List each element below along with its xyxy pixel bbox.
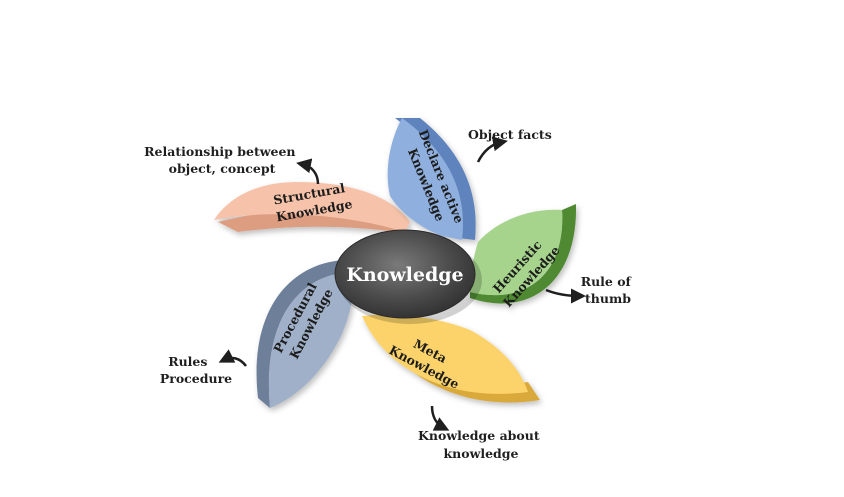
annotation-relationship: Relationship between object, concept xyxy=(144,144,300,176)
blade-declarative-shade xyxy=(395,118,476,240)
blade-heuristic: Heuristic Knowledge xyxy=(470,204,577,310)
arrow-rules-procedure xyxy=(218,349,247,367)
blade-procedural: Procedural Knowledge xyxy=(256,260,354,408)
blade-heuristic-shade xyxy=(470,204,577,304)
annotation-rule-of-thumb: Rule of thumb xyxy=(581,274,636,306)
blade-heuristic-body xyxy=(470,209,563,296)
annotation-rules-procedure: Rules Procedure xyxy=(160,354,232,386)
arrow-rule-of-thumb xyxy=(545,288,586,304)
blade-meta: Meta Knowledge xyxy=(362,314,540,403)
arrow-relationship xyxy=(296,158,320,185)
arrow-object-facts xyxy=(476,136,508,163)
blade-structural: Structural Knowledge xyxy=(214,180,410,232)
annotation-object-facts: Object facts xyxy=(468,127,552,142)
annotation-knowledge-about: Knowledge about knowledge xyxy=(418,428,544,461)
center-hub: Knowledge xyxy=(334,229,482,324)
blade-procedural-shade xyxy=(256,260,352,408)
arrow-knowledge-about xyxy=(430,405,450,431)
center-hub-disc xyxy=(334,229,476,319)
blade-structural-body xyxy=(214,182,410,232)
blade-declarative-body xyxy=(387,118,463,240)
blade-meta-body xyxy=(362,314,528,394)
center-label: Knowledge xyxy=(346,264,463,286)
blade-procedural-body xyxy=(268,272,354,408)
